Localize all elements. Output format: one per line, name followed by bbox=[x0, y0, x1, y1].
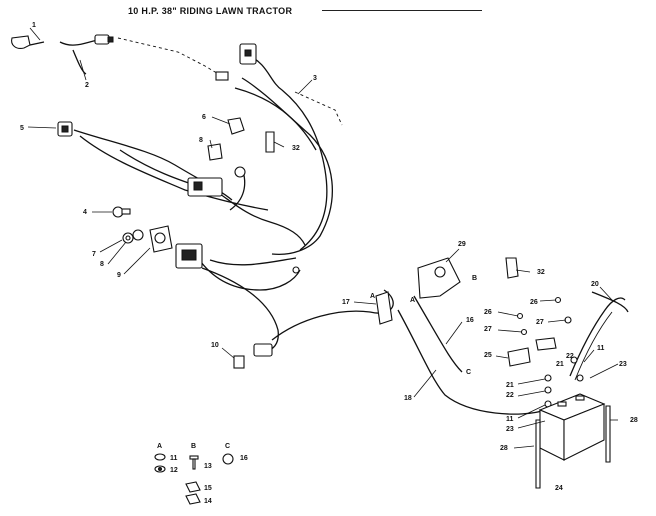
part-28-hold-down-rods bbox=[535, 405, 611, 489]
callout-11-battery-right: 11 bbox=[597, 345, 605, 352]
callout-22-lower: 22 bbox=[506, 392, 514, 399]
callout-28-left: 28 bbox=[500, 445, 508, 452]
callout-27-right: 27 bbox=[536, 319, 544, 326]
part-3-harness-connector bbox=[215, 43, 257, 81]
callout-23-right: 23 bbox=[619, 361, 627, 368]
callout-27-left: 27 bbox=[484, 326, 492, 333]
callout-25: 25 bbox=[484, 352, 492, 359]
callout-12: 12 bbox=[170, 467, 178, 474]
callout-21-upper: 21 bbox=[556, 361, 564, 368]
callout-23-left: 23 bbox=[506, 426, 514, 433]
callout-26-lower: 26 bbox=[484, 309, 492, 316]
wiring-harness bbox=[29, 37, 629, 415]
callout-6: 6 bbox=[202, 114, 206, 121]
callout-26-upper: 26 bbox=[530, 299, 538, 306]
callout-32-left: 32 bbox=[292, 145, 300, 152]
callout-C-cable: C bbox=[466, 369, 471, 376]
legend-key-C: C bbox=[225, 443, 230, 450]
legend-hardware bbox=[154, 453, 234, 505]
part-10-connector bbox=[233, 343, 273, 369]
part-1-plug bbox=[11, 34, 114, 49]
callout-11-legend: 11 bbox=[170, 455, 178, 462]
callout-24: 24 bbox=[555, 485, 563, 492]
part-solenoid bbox=[187, 166, 246, 197]
part-9-ignition-switch bbox=[149, 225, 173, 253]
callout-28-right: 28 bbox=[630, 417, 638, 424]
callout-22-upper: 22 bbox=[566, 353, 574, 360]
part-29-bracket bbox=[417, 257, 461, 299]
callout-3: 3 bbox=[313, 75, 317, 82]
callout-labels: 1 2 3 4 5 6 7 8 8 9 10 11 11 11 12 13 14… bbox=[20, 22, 638, 505]
callout-1: 1 bbox=[32, 22, 36, 29]
part-7-8-washer bbox=[122, 229, 144, 244]
part-5-switch bbox=[57, 121, 73, 137]
callout-21-lower: 21 bbox=[506, 382, 514, 389]
callout-leaders bbox=[27, 27, 619, 449]
callout-7: 7 bbox=[92, 251, 96, 258]
part-25-bracket bbox=[507, 337, 557, 367]
callout-8-upper: 8 bbox=[199, 137, 203, 144]
part-8-clip bbox=[207, 143, 223, 161]
callout-16-legend: 16 bbox=[240, 455, 248, 462]
callout-8-lower: 8 bbox=[100, 261, 104, 268]
part-17-clamp bbox=[375, 291, 393, 325]
callout-14: 14 bbox=[204, 498, 212, 505]
part-24-battery bbox=[538, 393, 606, 461]
callout-15: 15 bbox=[204, 485, 212, 492]
callout-11-battery-left: 11 bbox=[506, 416, 514, 423]
part-32-clip-left bbox=[265, 131, 275, 153]
callout-13: 13 bbox=[204, 463, 212, 470]
legend-key-A: A bbox=[157, 443, 162, 450]
callout-4: 4 bbox=[83, 209, 87, 216]
diagram-title: 10 H.P. 38" RIDING LAWN TRACTOR bbox=[128, 6, 293, 16]
callout-32-right: 32 bbox=[537, 269, 545, 276]
callout-29: 29 bbox=[458, 241, 466, 248]
callout-B-legend: B bbox=[191, 443, 196, 450]
part-6-clip bbox=[227, 117, 245, 135]
callout-A-clamp: A bbox=[370, 293, 375, 300]
callout-16-cable: 16 bbox=[466, 317, 474, 324]
part-harness-block bbox=[175, 243, 300, 274]
callout-17: 17 bbox=[342, 299, 350, 306]
callout-A-cable: A bbox=[410, 297, 415, 304]
callout-2: 2 bbox=[85, 82, 89, 89]
callout-5: 5 bbox=[20, 125, 24, 132]
callout-B-bracket: B bbox=[472, 275, 477, 282]
callout-18: 18 bbox=[404, 395, 412, 402]
title-rule bbox=[322, 10, 482, 11]
part-4-key bbox=[112, 206, 131, 218]
callout-20: 20 bbox=[591, 281, 599, 288]
part-32-clip-right bbox=[505, 257, 519, 279]
callout-10: 10 bbox=[211, 342, 219, 349]
callout-9: 9 bbox=[117, 272, 121, 279]
